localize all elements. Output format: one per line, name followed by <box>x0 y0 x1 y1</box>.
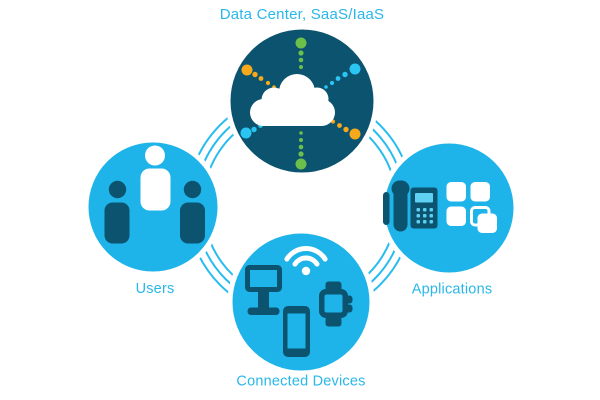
radiating-dots <box>240 37 361 170</box>
desk-phone-icon <box>383 180 438 232</box>
data-center-label: Data Center, SaaS/IaaS <box>220 6 385 23</box>
node-applications: Applications <box>379 138 519 298</box>
smartwatch-icon <box>319 281 353 327</box>
users-label: Users <box>136 281 175 297</box>
applications-label: Applications <box>412 282 493 298</box>
wifi-icon <box>284 246 328 276</box>
connected-devices-label: Connected Devices <box>236 374 365 390</box>
node-connected-devices: Connected Devices <box>227 228 375 390</box>
node-data-center: Data Center, SaaS/IaaS <box>220 6 385 178</box>
node-users: Users <box>83 137 223 297</box>
monitor-icon <box>245 265 282 315</box>
app-grid-icon <box>446 182 497 233</box>
people-group-icon <box>104 145 205 244</box>
cloud-icon <box>250 74 335 126</box>
smartphone-icon <box>283 306 310 357</box>
